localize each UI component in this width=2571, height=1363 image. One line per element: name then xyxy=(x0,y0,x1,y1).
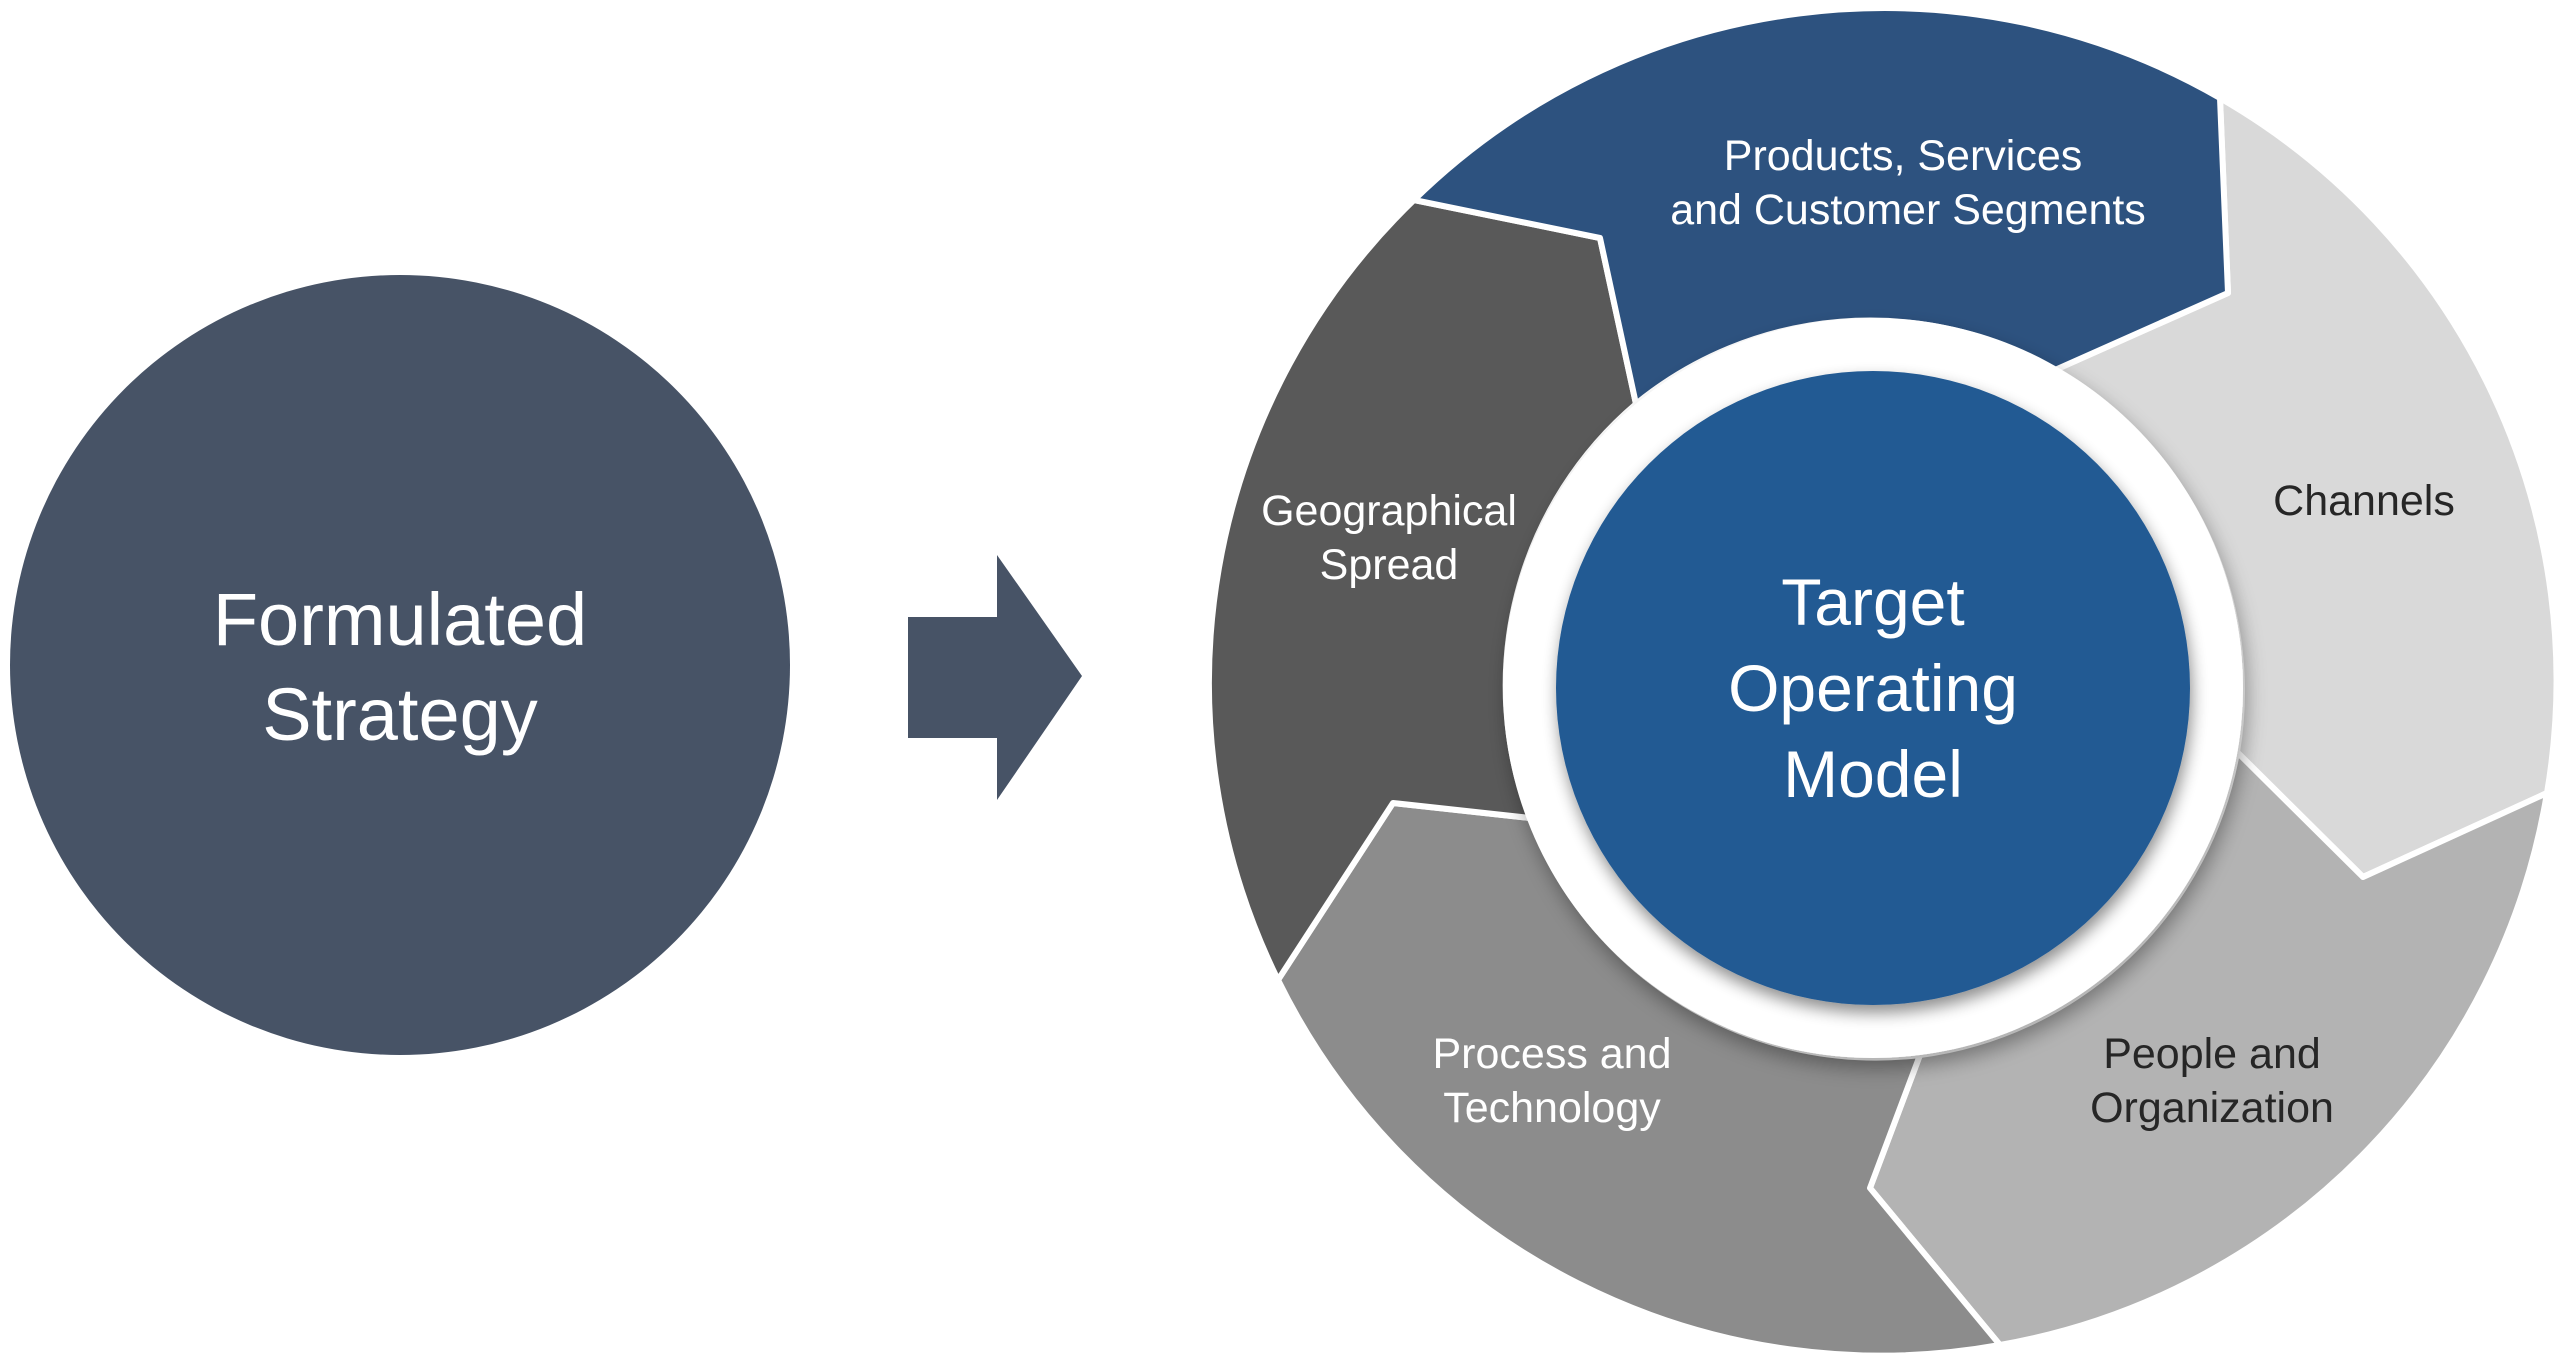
formulated-strategy-node: Formulated Strategy xyxy=(10,275,790,1055)
people-label-line1: People and xyxy=(2103,1030,2321,1078)
right-arrow-icon xyxy=(908,555,1082,800)
products-label-line2: and Customer Segments xyxy=(1670,186,2146,234)
process-label-line2: Technology xyxy=(1443,1084,1661,1132)
products-label-line1: Products, Services xyxy=(1724,132,2082,180)
formulated-strategy-line1: Formulated xyxy=(213,578,587,661)
formulated-strategy-line2: Strategy xyxy=(262,673,538,756)
channels-label: Channels xyxy=(2273,477,2455,525)
operating-model-ring xyxy=(1206,5,2560,1359)
center-line2: Operating xyxy=(1728,651,2018,725)
geo-label-line2: Spread xyxy=(1320,541,1459,589)
formulated-strategy-circle xyxy=(10,275,790,1055)
center-line1: Target xyxy=(1781,565,1964,639)
geo-label-line1: Geographical xyxy=(1261,487,1517,535)
people-label-line2: Organization xyxy=(2090,1084,2334,1132)
center-line3: Model xyxy=(1783,737,1963,811)
target-operating-model-circle xyxy=(1556,371,2190,1005)
process-label-line1: Process and xyxy=(1432,1030,1671,1078)
